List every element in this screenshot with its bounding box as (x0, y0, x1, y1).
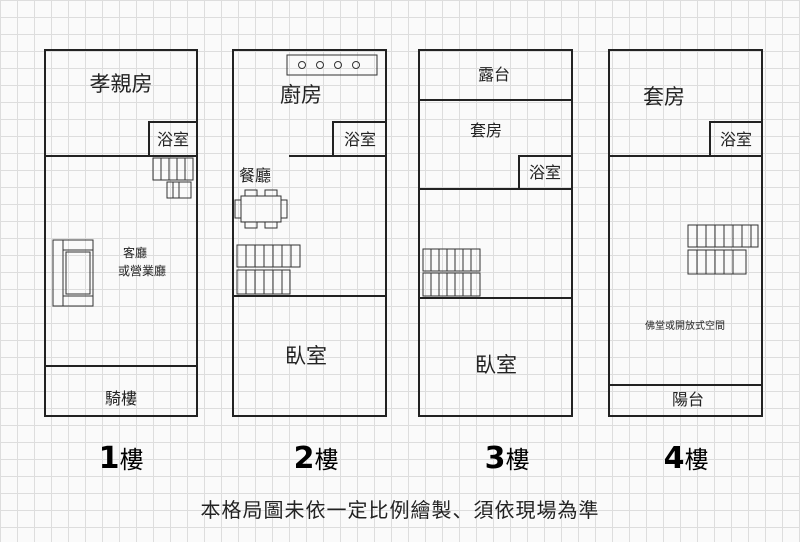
stove-icon (286, 54, 378, 76)
room-dining: 餐廳 (239, 166, 271, 185)
floor-4-label: 4樓 (664, 441, 709, 476)
sofa-icon (52, 239, 94, 307)
floor-2-bathroom-box (332, 121, 387, 157)
room-living-1f: 客廳 (123, 245, 147, 260)
room-bathroom-1f: 浴室 (157, 130, 189, 149)
floor-4-bathroom-box (709, 121, 763, 157)
floor-4-outline (608, 49, 763, 417)
room-bedroom-3f: 臥室 (475, 353, 517, 377)
room-suite-4f: 套房 (643, 85, 685, 109)
room-terrace: 露台 (478, 65, 510, 84)
floor-1-staircase (152, 157, 194, 199)
floor-2-staircase (236, 244, 301, 295)
floor-4-staircase (687, 224, 759, 275)
floor-3-staircase (422, 248, 481, 297)
room-bathroom-2f: 浴室 (344, 130, 376, 149)
floor-1-plan: 孝親房 浴室 客廳 或營業廳 騎樓 (44, 49, 198, 417)
floor-4-plan: 套房 浴室 佛堂或開放式空間 陽台 (608, 49, 763, 417)
floor-3-label: 3樓 (485, 441, 530, 476)
floor-2-outline (232, 49, 387, 417)
floor-2-plan: 廚房 浴室 餐廳 臥室 (232, 49, 387, 417)
room-bathroom-4f: 浴室 (720, 130, 752, 149)
room-worship-open: 佛堂或開放式空間 (645, 319, 725, 332)
floor-3-bathroom-box (518, 155, 573, 190)
floor-3-plan: 露台 套房 浴室 臥室 (418, 49, 573, 417)
floor-1-label: 1樓 (99, 441, 144, 476)
room-balcony: 陽台 (672, 390, 704, 409)
room-living-1f-alt: 或營業廳 (118, 263, 166, 278)
room-filial: 孝親房 (90, 72, 153, 96)
room-bathroom-3f: 浴室 (529, 163, 561, 182)
room-arcade: 騎樓 (105, 389, 137, 408)
room-kitchen: 廚房 (280, 83, 322, 107)
floor-1-outline (44, 49, 198, 417)
dining-table-icon (234, 189, 288, 229)
floor-2-label: 2樓 (294, 441, 339, 476)
floor-1-bathroom-box (148, 121, 198, 157)
scale-disclaimer: 本格局圖未依一定比例繪製、須依現場為準 (200, 498, 600, 522)
floor-3-outline (418, 49, 573, 417)
room-bedroom-2f: 臥室 (285, 344, 327, 368)
room-suite-3f: 套房 (470, 121, 502, 140)
